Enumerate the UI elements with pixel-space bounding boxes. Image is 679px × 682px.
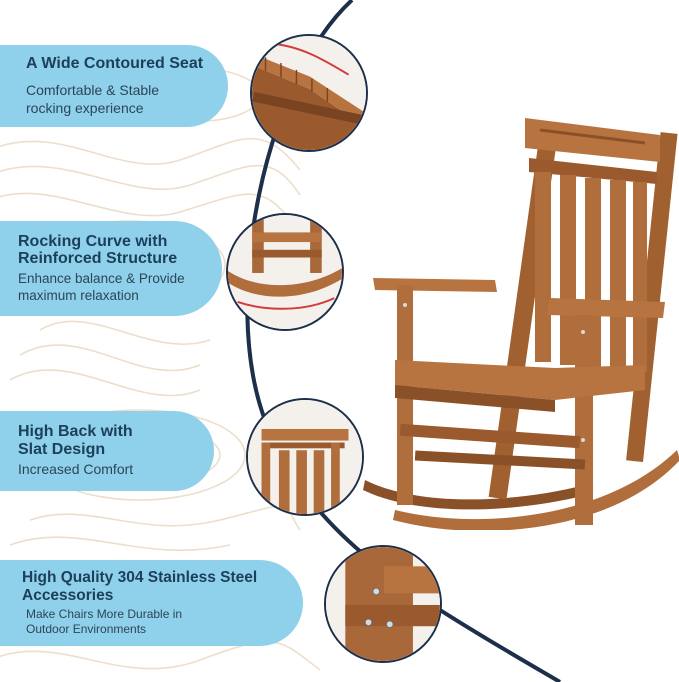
detail-circle-seat (250, 34, 368, 152)
feature-pill-rocking-curve: Rocking Curve with Reinforced Structure … (0, 221, 222, 316)
rocker-closeup-image (228, 215, 342, 329)
rocking-chair-image (363, 118, 679, 530)
detail-circle-rocking-curve (226, 213, 344, 331)
feature-title: High Quality 304 Stainless Steel Accesso… (22, 569, 258, 604)
feature-subtitle: Enhance balance & Provide maximum relaxa… (18, 270, 185, 303)
feature-subtitle: Make Chairs More Durable in Outdoor Envi… (26, 606, 183, 636)
feature-subtitle: Increased Comfort (18, 461, 134, 478)
feature-pill-high-back: High Back with Slat Design Increased Com… (0, 411, 214, 491)
backrest-closeup-image (248, 400, 362, 514)
hardware-closeup-image (326, 547, 440, 661)
rocker-back (363, 480, 587, 510)
feature-pill-stainless-steel: High Quality 304 Stainless Steel Accesso… (0, 560, 303, 646)
detail-circle-stainless-steel (324, 545, 442, 663)
seat-closeup-image (252, 36, 366, 150)
feature-subtitle: Comfortable & Stable rocking experience (26, 82, 160, 116)
detail-circle-high-back (246, 398, 364, 516)
feature-pill-seat: A Wide Contoured Seat Comfortable & Stab… (0, 45, 228, 127)
rocker-front (393, 450, 679, 530)
feature-title: High Back with Slat Design (18, 423, 133, 458)
feature-title: Rocking Curve with Reinforced Structure (18, 232, 178, 268)
feature-title: A Wide Contoured Seat (26, 54, 204, 72)
